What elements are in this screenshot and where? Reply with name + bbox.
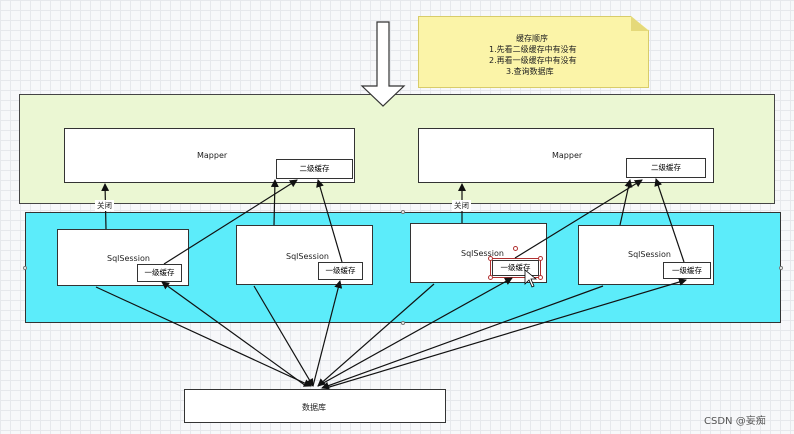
note-line-2: 2.再看一级缓存中有没有 <box>489 56 577 65</box>
sqlsession-label: SqlSession <box>628 250 671 259</box>
zone-handle[interactable] <box>779 266 783 270</box>
mouse-cursor-icon <box>524 269 538 288</box>
promote-arrow <box>654 178 685 263</box>
promote-arrow <box>270 179 279 226</box>
second-level-cache-box[interactable]: 二级缓存 <box>276 159 353 179</box>
return-arrow <box>312 280 343 387</box>
database-box[interactable] <box>184 389 446 423</box>
first-level-cache-box[interactable]: 一级缓存 <box>137 264 182 282</box>
return-arrow <box>325 278 687 389</box>
first-level-cache-box[interactable]: 一级缓存 <box>663 262 711 279</box>
return-arrow <box>161 281 307 387</box>
note-line-1: 1.先看二级缓存中有没有 <box>489 45 577 54</box>
zone-handle[interactable] <box>401 210 405 214</box>
second-level-cache-box[interactable]: 二级缓存 <box>626 158 706 178</box>
cache-order-note[interactable] <box>418 16 649 88</box>
return-arrow <box>317 277 513 387</box>
note-line-3: 3.查询数据库 <box>506 67 554 76</box>
query-arrow <box>317 283 435 387</box>
sqlsession-label: SqlSession <box>286 252 329 261</box>
query-arrow <box>321 285 604 390</box>
query-arrow <box>253 285 314 387</box>
big-down-arrow <box>360 21 406 107</box>
promote-arrow <box>514 179 643 259</box>
database-label: 数据库 <box>302 403 326 412</box>
mapper-label: Mapper <box>197 151 228 160</box>
first-level-cache-box[interactable]: 一级缓存 <box>318 262 363 280</box>
sqlsession-label: SqlSession <box>107 254 150 263</box>
selection-handle[interactable] <box>538 256 543 261</box>
zone-handle[interactable] <box>401 321 405 325</box>
selection-handle[interactable] <box>513 246 518 251</box>
zone-handle[interactable] <box>23 266 27 270</box>
close-tag: 关闭 <box>95 200 114 211</box>
mapper-label: Mapper <box>552 151 583 160</box>
sqlsession-label: SqlSession <box>461 249 504 258</box>
promote-arrow <box>619 179 633 226</box>
selection-handle[interactable] <box>488 275 493 280</box>
selection-handle[interactable] <box>538 275 543 280</box>
watermark: CSDN @妄痴 <box>704 416 766 427</box>
query-arrow <box>95 286 312 387</box>
close-tag: 关闭 <box>452 200 471 211</box>
promote-arrow <box>316 179 343 263</box>
note-title: 缓存顺序 <box>516 34 548 43</box>
selection-frame <box>490 258 541 278</box>
selection-handle[interactable] <box>488 256 493 261</box>
